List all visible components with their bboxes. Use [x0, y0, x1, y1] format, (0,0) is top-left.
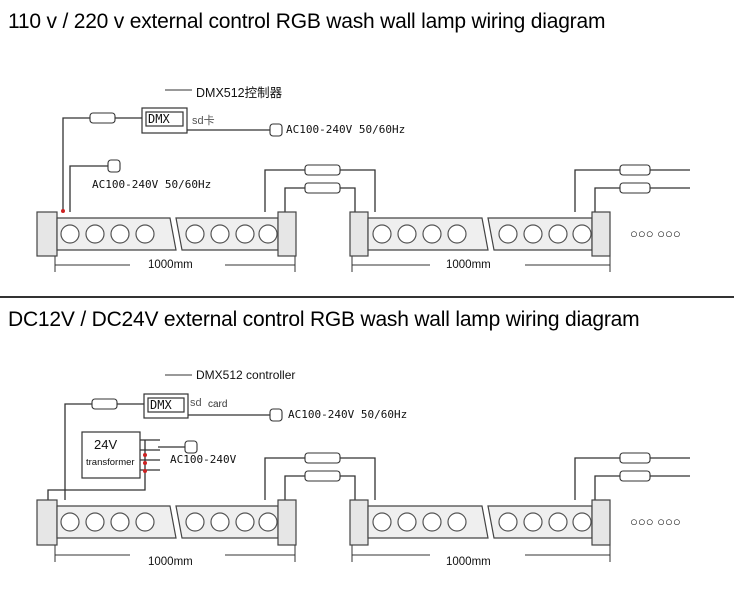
ac-sd-text: sd卡	[192, 115, 215, 127]
ac-length-label-1: 1000mm	[148, 259, 193, 271]
dc-card-text: card	[208, 399, 228, 410]
dc-dmx-text: DMX	[150, 398, 172, 412]
dc-sd-text: sd	[190, 397, 202, 409]
ac-diagram-title: 110 v / 220 v external control RGB wash …	[8, 10, 606, 33]
dc-transformer-power-label: AC100-240V	[170, 453, 237, 466]
ac-controller-label: DMX512控制器	[196, 86, 283, 100]
transformer-voltage: 24V	[94, 437, 118, 452]
dc-continuation-marks: ○○○ ○○○	[630, 514, 681, 529]
ac-length-label-2: 1000mm	[446, 259, 491, 271]
ac-controller-power-label: AC100-240V 50/60Hz	[286, 123, 406, 136]
dc-length-label-1: 1000mm	[148, 556, 193, 568]
ac-lamp-power-label: AC100-240V 50/60Hz	[92, 178, 212, 191]
dc-length-label-2: 1000mm	[446, 556, 491, 568]
dc-controller-power-label: AC100-240V 50/60Hz	[288, 408, 408, 421]
ac-continuation-marks: ○○○ ○○○	[630, 226, 681, 241]
transformer-label: transformer	[86, 457, 135, 468]
dc-controller-label: DMX512 controller	[196, 368, 296, 382]
panel-divider	[0, 296, 734, 298]
dc-diagram-title: DC12V / DC24V external control RGB wash …	[8, 308, 640, 331]
ac-dmx-text: DMX	[148, 112, 170, 126]
